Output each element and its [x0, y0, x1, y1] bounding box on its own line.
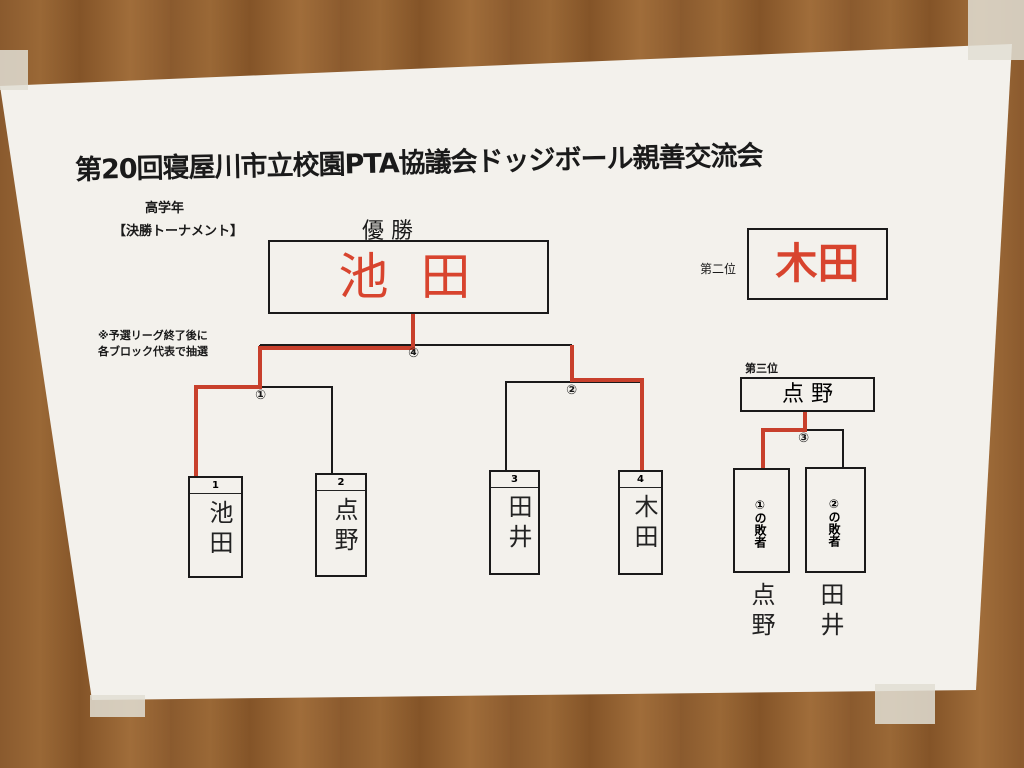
third-slot-1: ①の敗者 — [733, 468, 790, 573]
team-number: 4 — [620, 472, 661, 488]
champion-label: 優 勝 — [362, 219, 413, 244]
champion-box: 池 田 — [268, 240, 549, 314]
winner-path — [194, 313, 415, 476]
runner-up-label: 第二位 — [700, 262, 737, 276]
slot-label: ①の敗者 — [753, 498, 767, 548]
slot-label: ②の敗者 — [827, 497, 841, 547]
third-label: 第三位 — [745, 362, 778, 375]
third-slot-1-written: 点野 — [747, 582, 775, 642]
team-number: 3 — [491, 472, 538, 488]
team-name: 田井 — [504, 494, 532, 554]
note: ※予選リーグ終了後に 各ブロック代表で抽選 — [98, 328, 208, 360]
team-number: 2 — [317, 475, 365, 491]
team-name: 池田 — [205, 500, 233, 560]
semi2-right — [572, 381, 643, 470]
team-slot-4: 4 木田 — [618, 470, 663, 575]
semi2-left — [505, 345, 573, 470]
team-name: 点野 — [330, 497, 358, 557]
team-slot-2: 2 点野 — [315, 473, 367, 577]
bracket-label: 【決勝トーナメント】 — [113, 224, 244, 239]
match-1: ① — [255, 388, 267, 403]
note-line: ※予選リーグ終了後に — [98, 329, 208, 342]
match-4: ④ — [408, 346, 420, 361]
third-slot-2: ②の敗者 — [805, 467, 866, 573]
runner-up-box: 木田 — [747, 228, 888, 300]
third-name: 点 野 — [782, 382, 833, 407]
third-right — [805, 429, 844, 467]
team-slot-3: 3 田井 — [489, 470, 540, 575]
runnerup-path — [570, 345, 644, 470]
note-line: 各ブロック代表で抽選 — [98, 345, 208, 358]
champion-name: 池 田 — [338, 248, 479, 306]
match-2: ② — [566, 383, 578, 398]
match-3: ③ — [798, 431, 810, 446]
team-name: 木田 — [630, 494, 658, 554]
tape — [90, 695, 145, 717]
semi1-left — [195, 345, 261, 476]
team-slot-1: 1 池田 — [188, 476, 243, 578]
tape — [875, 684, 935, 724]
semi1-right — [260, 386, 333, 473]
division: 高学年 — [145, 201, 185, 216]
tape — [0, 50, 28, 90]
runner-up-name: 木田 — [775, 239, 860, 288]
third-path — [761, 412, 807, 468]
tape — [968, 0, 1024, 60]
third-slot-2-written: 田井 — [816, 582, 844, 642]
team-number: 1 — [190, 478, 241, 494]
third-box: 点 野 — [740, 377, 875, 412]
